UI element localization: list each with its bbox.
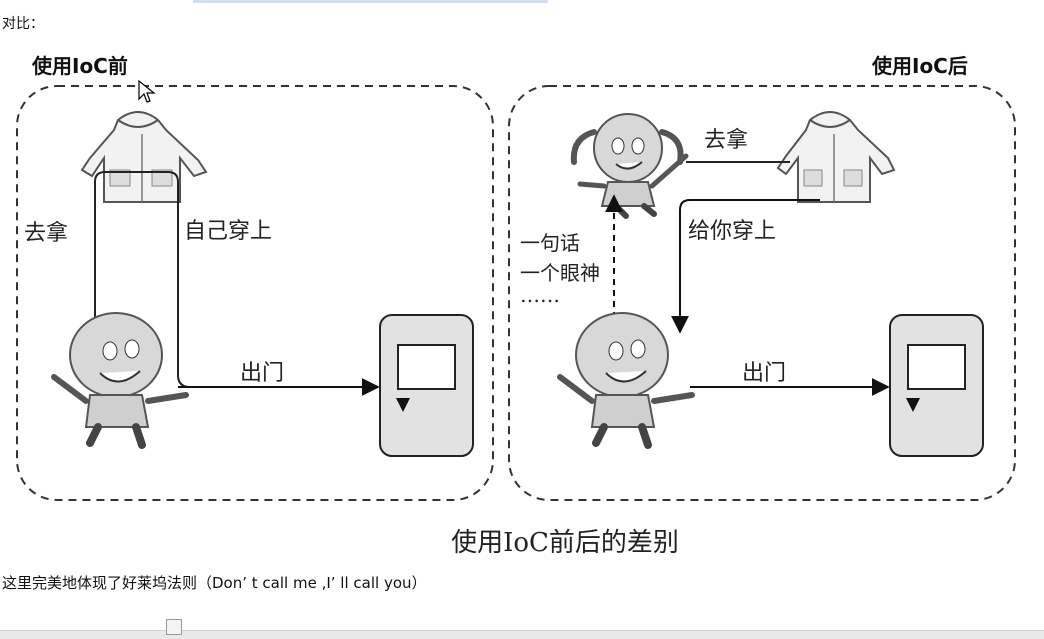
top-highlight-bar <box>193 0 548 3</box>
right-exit-label: 出门 <box>742 361 787 386</box>
left-panel-title: 使用IoC前 <box>32 54 128 78</box>
left-fetch-label: 去拿 <box>24 221 69 246</box>
signal-line-1: 一句话 <box>520 231 580 255</box>
left-wear-label: 自己穿上 <box>184 219 273 244</box>
give-wear-line <box>671 199 820 334</box>
door-icon-right <box>889 314 984 457</box>
right-fetch-label: 去拿 <box>704 128 749 153</box>
fetch-wear-loop <box>94 171 191 388</box>
intro-text: 对比： <box>2 16 44 32</box>
left-panel-frame <box>16 85 494 501</box>
hollywood-principle-note: 这里完美地体现了好莱坞法则（Don’ t call me ,I’ ll call… <box>2 574 427 592</box>
right-panel-title: 使用IoC后 <box>872 54 968 78</box>
signal-line-2: 一个眼神 <box>520 261 600 285</box>
right-wear-label: 给你穿上 <box>688 219 777 244</box>
boy-figure <box>51 312 189 449</box>
boy-figure-right <box>557 312 695 449</box>
status-bar <box>0 630 1044 639</box>
signal-line-3: …… <box>520 283 560 307</box>
mouse-cursor-icon <box>138 80 156 103</box>
jacket-icon-right <box>776 111 896 203</box>
door-icon <box>379 314 474 457</box>
right-panel-frame <box>508 85 1016 501</box>
scroll-handle[interactable] <box>166 619 182 635</box>
left-exit-label: 出门 <box>240 361 285 386</box>
girl-figure <box>570 113 689 219</box>
jacket-icon <box>80 111 208 203</box>
diagram-caption: 使用IoC前后的差别 <box>451 528 679 558</box>
